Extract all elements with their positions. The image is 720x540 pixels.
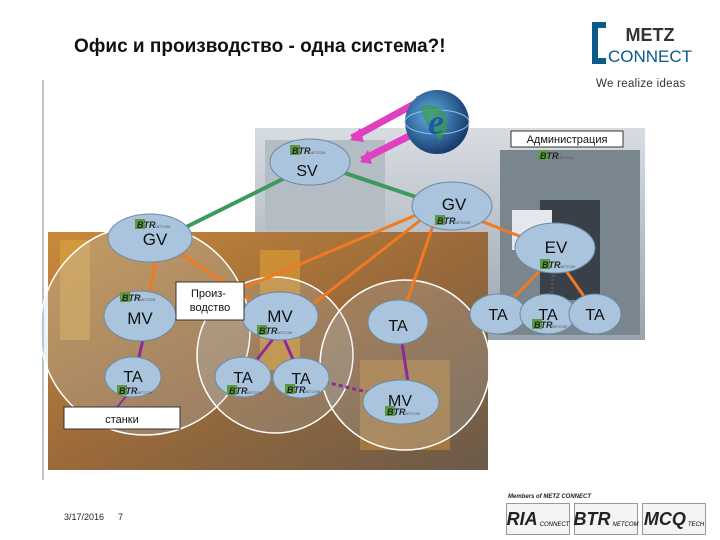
production-label: Произ- водство	[190, 288, 230, 314]
page-title: Офис и производство - одна система?!	[74, 36, 446, 57]
admin-label-box	[510, 130, 624, 148]
btr-logo-ta-left-text: BTR	[119, 386, 138, 396]
production-label-line2: водство	[190, 302, 230, 314]
arrow-head-1	[350, 128, 364, 142]
node-ta-center-label: TA	[388, 318, 408, 335]
node-ta-center-shape	[367, 299, 429, 345]
btr-logo-ta-mid1-sub: NETCOM	[247, 391, 262, 395]
btr-logo-ev-text: BTR	[542, 260, 561, 270]
btr-logo-admin: BTR NETCOM	[538, 150, 573, 161]
node-gv-left-label: GV	[143, 230, 168, 249]
btr-logo-ev-sub: NETCOM	[560, 265, 575, 269]
admin-label: Администрация	[527, 134, 608, 146]
node-ta-mid2-label: TA	[291, 371, 311, 388]
btr-logo-gv-right-sub: NETCOM	[455, 221, 470, 225]
node-mv-left-label: MV	[127, 309, 153, 328]
btr-logo-ta-left-sub: NETCOM	[137, 391, 152, 395]
btr-logo-gv-right: BTR NETCOM	[435, 215, 470, 226]
brand-mcq-suffix: TECH	[687, 522, 705, 528]
logo-tagline: We realize ideas	[596, 78, 686, 90]
btr-logo-mv-mid: BTR NETCOM	[257, 325, 292, 336]
node-gv-left-shape	[107, 213, 193, 263]
btr-logo-ta-mid2-sub: NETCOM	[305, 390, 320, 394]
node-gv-right-label: GV	[442, 195, 467, 214]
btr-logo-ta-mid2-text: BTR	[287, 385, 306, 395]
arrow-head-3	[360, 150, 372, 164]
btr-logo-sv: BTR NETCOM	[290, 145, 325, 156]
btr-logo-ta-right2-sub: NETCOM	[552, 325, 567, 329]
node-sv-label: SV	[296, 163, 318, 180]
btr-logo-gv-left-sub: NETCOM	[155, 225, 170, 229]
btr-logo-ta-left: BTR NETCOM	[117, 385, 152, 396]
node-ta-right3-shape	[568, 293, 622, 335]
btr-logo-admin-text: BTR	[540, 151, 559, 161]
btr-logo-admin-sub: NETCOM	[558, 156, 573, 160]
brand-btr-name: BTR	[573, 508, 611, 529]
logo-line2: CONNECT	[608, 47, 692, 66]
brand-ria-name: RIA	[506, 508, 538, 529]
link-gv-production	[214, 203, 441, 302]
btr-logo-ta-mid1-text: BTR	[229, 386, 248, 396]
node-mv-mid-label: MV	[267, 307, 293, 326]
node-ta-right3-label: TA	[585, 307, 605, 324]
btr-logo-ev: BTR NETCOM	[540, 259, 575, 270]
internet-globe-icon: e	[404, 90, 470, 154]
btr-logo-gv-left: BTR NETCOM	[135, 219, 170, 230]
brand-btr-logo: BTR NETCOM	[573, 503, 639, 535]
btr-logo-sv-sub: NETCOM	[310, 151, 325, 155]
brand-btr-suffix: NETCOM	[612, 522, 639, 528]
btr-logo-gv-left-text: BTR	[137, 220, 156, 230]
link-ta-mv-dashed	[324, 380, 381, 397]
node-mv-bottom-shape	[362, 379, 440, 425]
btr-logo-gv-right-text: BTR	[437, 216, 456, 226]
factory-robot-left	[60, 240, 90, 340]
machines-label-box	[63, 406, 181, 430]
node-gv-right-shape	[411, 181, 493, 231]
brand-ria-suffix: CONNECT	[539, 522, 570, 528]
arrow-internet-upper	[350, 98, 420, 142]
production-label-box	[175, 281, 245, 321]
btr-logo-mv-mid-sub: NETCOM	[277, 331, 292, 335]
btr-logo-sv-text: BTR	[292, 146, 311, 156]
machines-label: станки	[105, 414, 139, 426]
node-ta-left-label: TA	[123, 369, 143, 386]
metz-connect-logo-mark: METZ CONNECT	[592, 22, 692, 66]
btr-logo-ta-right2-text: BTR	[534, 320, 553, 330]
btr-logo-ta-mid2: BTR NETCOM	[285, 384, 320, 395]
btr-logo-ta-mid1: BTR NETCOM	[227, 385, 262, 396]
brand-mcq-name: MCQ	[643, 508, 686, 529]
btr-logo-mv-mid-text: BTR	[259, 326, 278, 336]
node-ev-label: EV	[545, 238, 568, 257]
footer-date: 3/17/2016	[64, 512, 105, 522]
btr-logo-ta-right2: BTR NETCOM	[532, 319, 567, 330]
logo-line1: METZ	[626, 25, 675, 45]
brand-mcq-logo: MCQ TECH	[642, 503, 706, 535]
node-mv-bottom-label: MV	[388, 393, 412, 410]
btr-logo-mv-bottom: BTR NETCOM	[385, 406, 420, 417]
btr-logo-mv-left-sub: NETCOM	[140, 298, 155, 302]
node-ta-right2-label: TA	[538, 307, 558, 324]
footer-page-number: 7	[118, 512, 124, 522]
node-ta-right1-label: TA	[488, 307, 508, 324]
btr-logo-mv-left: BTR NETCOM	[120, 292, 155, 303]
btr-logo-mv-bottom-sub: NETCOM	[405, 412, 420, 416]
link-gv-mv-mid	[289, 203, 441, 324]
production-label-line1: Произ-	[191, 288, 226, 300]
internet-e-glyph: e	[428, 102, 444, 142]
metz-connect-logo: METZ CONNECT	[586, 14, 706, 72]
node-ta-mid1-label: TA	[233, 370, 253, 387]
btr-logo-mv-bottom-text: BTR	[387, 407, 406, 417]
brand-ria-logo: RIA CONNECT	[506, 503, 570, 535]
members-caption: Members of METZ CONNECT	[508, 494, 592, 500]
btr-logo-mv-left-text: BTR	[122, 293, 141, 303]
left-divider-line	[42, 80, 44, 480]
node-ev-shape	[514, 222, 596, 274]
